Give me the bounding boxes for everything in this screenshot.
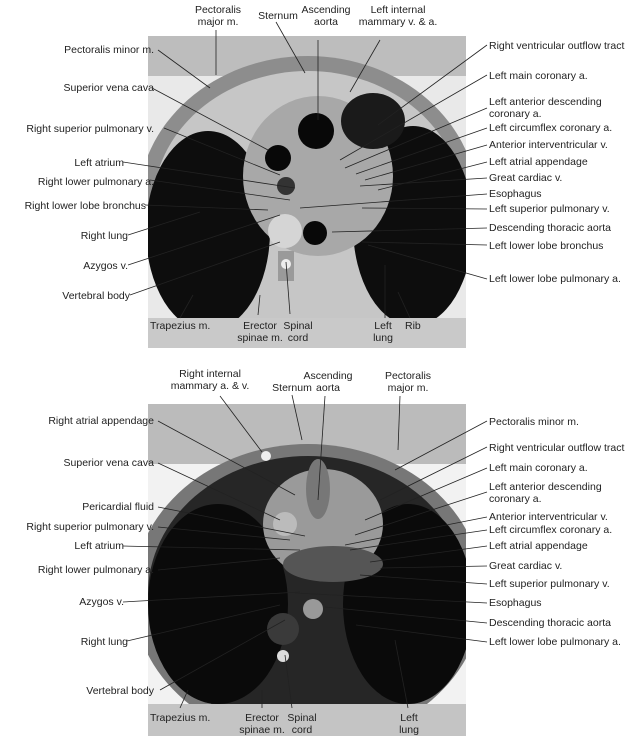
- top-mri-panel: [148, 36, 466, 348]
- top-label-left-main-coronary: Left main coronary a.: [489, 70, 588, 82]
- bottom-label-right-lung: Right lung: [80, 636, 128, 648]
- bottom-label-lad: Left anterior descending coronary a.: [489, 481, 602, 505]
- top-label-rvot: Right ventricular outflow tract: [489, 40, 625, 52]
- bottom-label-superior-vena-cava: Superior vena cava: [63, 457, 154, 469]
- bottom-label-pectoralis-minor: Pectoralis minor m.: [489, 416, 579, 428]
- top-label-descending-thoracic-aorta: Descending thoracic aorta: [489, 222, 611, 234]
- bottom-label-azygos-v: Azygos v.: [79, 596, 124, 608]
- bottom-mri-image: [148, 404, 466, 736]
- top-label-lad: Left anterior descending coronary a.: [489, 96, 602, 120]
- top-mri-image: [148, 36, 466, 348]
- top-label-right-lower-lobe-bronchus: Right lower lobe bronchus: [24, 200, 146, 212]
- bottom-label-left-lower-lobe-pulmonary-a: Left lower lobe pulmonary a.: [489, 636, 621, 648]
- top-label-erector-spinae: Erector spinae m.: [237, 320, 283, 344]
- bottom-label-trapezius: Trapezius m.: [150, 712, 211, 724]
- top-label-rib: Rib: [405, 320, 421, 332]
- top-label-vertebral-body: Vertebral body: [62, 290, 130, 302]
- top-label-azygos-v: Azygos v.: [83, 260, 128, 272]
- top-label-right-lung: Right lung: [80, 230, 128, 242]
- bottom-label-right-superior-pulmonary-v: Right superior pulmonary v.: [26, 521, 154, 533]
- bottom-label-anterior-interventricular-v: Anterior interventricular v.: [489, 511, 608, 523]
- top-label-trapezius: Trapezius m.: [150, 320, 211, 332]
- bottom-label-left-lung: Left lung: [399, 712, 419, 736]
- top-label-anterior-interventricular-v: Anterior interventricular v.: [489, 139, 608, 151]
- top-label-great-cardiac-v: Great cardiac v.: [489, 172, 563, 184]
- top-label-left-atrial-appendage: Left atrial appendage: [489, 156, 588, 168]
- bottom-label-left-circumflex: Left circumflex coronary a.: [489, 524, 613, 536]
- bottom-label-ascending-aorta: Ascending aorta: [303, 370, 353, 394]
- bottom-label-right-internal-mammary: Right internal mammary a. & v.: [170, 368, 250, 392]
- top-label-sternum: Sternum: [258, 10, 298, 22]
- top-label-ascending-aorta: Ascending aorta: [301, 4, 351, 28]
- top-label-right-lower-pulmonary-a: Right lower pulmonary a.: [37, 176, 154, 188]
- top-label-right-superior-pulmonary-v: Right superior pulmonary v.: [26, 123, 154, 135]
- bottom-label-esophagus: Esophagus: [489, 597, 542, 609]
- bottom-label-pericardial-fluid: Pericardial fluid: [82, 501, 154, 513]
- bottom-label-left-superior-pulmonary-v: Left superior pulmonary v.: [489, 578, 610, 590]
- top-label-left-lower-lobe-bronchus: Left lower lobe bronchus: [489, 240, 604, 252]
- bottom-label-great-cardiac-v: Great cardiac v.: [489, 560, 563, 572]
- top-label-left-lung: Left lung: [373, 320, 393, 344]
- bottom-label-rvot: Right ventricular outflow tract: [489, 442, 625, 454]
- top-label-left-circumflex: Left circumflex coronary a.: [489, 122, 613, 134]
- bottom-label-left-main-coronary: Left main coronary a.: [489, 462, 588, 474]
- bottom-mri-panel: [148, 404, 466, 736]
- top-label-superior-vena-cava: Superior vena cava: [63, 82, 154, 94]
- bottom-label-right-lower-pulmonary-a: Right lower pulmonary a.: [37, 564, 154, 576]
- bottom-label-descending-thoracic-aorta: Descending thoracic aorta: [489, 617, 611, 629]
- bottom-label-left-atrium: Left atrium: [74, 540, 124, 552]
- top-label-spinal-cord: Spinal cord: [283, 320, 313, 344]
- top-label-pectoralis-minor: Pectoralis minor m.: [64, 44, 154, 56]
- top-label-esophagus: Esophagus: [489, 188, 542, 200]
- bottom-label-right-atrial-appendage: Right atrial appendage: [48, 415, 154, 427]
- top-label-left-atrium: Left atrium: [74, 157, 124, 169]
- bottom-label-spinal-cord: Spinal cord: [287, 712, 317, 736]
- bottom-label-vertebral-body: Vertebral body: [86, 685, 154, 697]
- top-label-left-lower-lobe-pulmonary-a: Left lower lobe pulmonary a.: [489, 273, 621, 285]
- top-label-left-superior-pulmonary-v: Left superior pulmonary v.: [489, 203, 610, 215]
- bottom-label-pectoralis-major: Pectoralis major m.: [384, 370, 432, 394]
- top-label-pectoralis-major: Pectoralis major m.: [194, 4, 242, 28]
- bottom-label-left-atrial-appendage: Left atrial appendage: [489, 540, 588, 552]
- bottom-label-erector-spinae: Erector spinae m.: [239, 712, 285, 736]
- bottom-label-sternum: Sternum: [272, 382, 312, 394]
- top-label-left-internal-mammary: Left internal mammary v. & a.: [358, 4, 438, 28]
